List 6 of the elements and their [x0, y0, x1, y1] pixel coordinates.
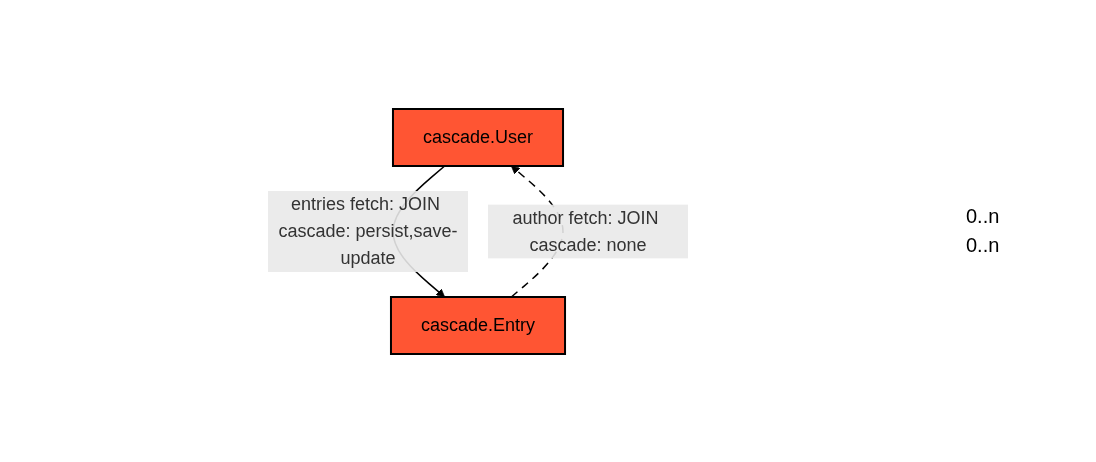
node-box: cascade.Entry [389, 295, 567, 355]
edge-label: author fetch: JOIN cascade: none [512, 207, 659, 254]
multiplicity-label: 0..n [966, 205, 1001, 228]
node-box: cascade.User [391, 107, 565, 167]
edge-label: entries fetch: JOIN cascade: persist,save-update [278, 193, 458, 268]
multiplicity-label: 0..n [966, 234, 1001, 257]
